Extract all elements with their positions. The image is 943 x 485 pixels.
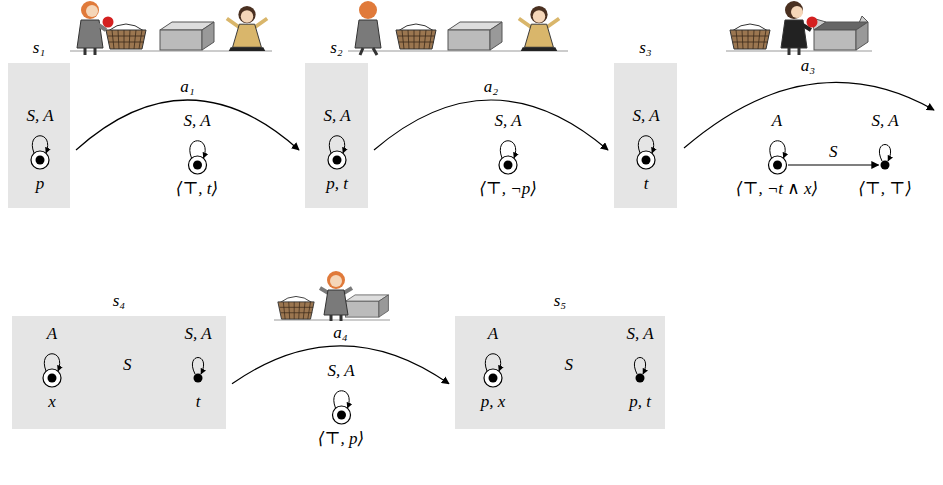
world-symbol (35, 344, 69, 392)
world-node: S, A t (629, 106, 663, 194)
agent-label: S, A (855, 111, 915, 131)
valuation-label: ⟨⊤, ¬p⟩ (476, 179, 540, 199)
edge-label: S (563, 355, 576, 375)
agent-label: A (476, 324, 510, 344)
world-symbol (476, 131, 540, 179)
edge-label: a₂ (482, 77, 500, 97)
action-arrow (76, 100, 299, 150)
valuation-label: t (629, 174, 663, 194)
world-node: S, A p, t (320, 106, 354, 194)
state-name: s₂ (330, 38, 343, 58)
valuation-label: ⟨⊤, ⊤⟩ (855, 179, 915, 199)
world-symbol (315, 381, 368, 429)
state-box: s₄AxS, At (12, 316, 226, 429)
valuation-label: ⟨⊤, ¬t ∧ x⟩ (733, 179, 822, 199)
edge-label: S (121, 355, 134, 375)
action-arrow (232, 346, 449, 384)
agent-label: A (35, 324, 69, 344)
action-label: a₃ (799, 56, 817, 76)
event-node: S, A ⟨⊤, ⊤⟩ (855, 111, 915, 199)
scene-one (70, 1, 272, 55)
valuation-label: ⟨⊤, t⟩ (173, 179, 222, 199)
world-symbol (733, 131, 822, 179)
state-box: s₃S, At (614, 63, 677, 208)
valuation-label: t (181, 392, 215, 412)
world-symbol (173, 131, 222, 179)
valuation-label: p, t (320, 174, 354, 194)
agent-label: S, A (173, 111, 222, 131)
agent-label: S, A (320, 106, 354, 126)
edge-label: a₁ (178, 77, 196, 97)
event-node: S, A ⟨⊤, p⟩ (315, 361, 368, 449)
world-symbol (855, 131, 915, 179)
valuation-label: p, x (476, 392, 510, 412)
scene-two (348, 1, 568, 55)
event-node: A ⟨⊤, ¬t ∧ x⟩ (733, 111, 822, 199)
scene-four (274, 271, 390, 321)
valuation-label: x (35, 392, 69, 412)
action-arrow (374, 100, 608, 150)
world-node: Ap, x (476, 324, 510, 412)
agent-label: A (733, 111, 822, 131)
valuation-label: ⟨⊤, p⟩ (315, 429, 368, 449)
agent-label: S, A (629, 106, 663, 126)
world-node: Ax (35, 324, 69, 412)
state-name: s₄ (113, 291, 126, 311)
state-box: s₁S, Ap (8, 63, 70, 208)
action-arrow (684, 82, 934, 148)
world-symbol (23, 126, 57, 174)
event-node: S, A ⟨⊤, t⟩ (173, 111, 222, 199)
agent-label: S, A (23, 106, 57, 126)
state-name: s₅ (554, 291, 567, 311)
state-box: s₂S, Ap, t (305, 63, 368, 208)
state-name: s₁ (33, 38, 46, 58)
world-node: S, A t (181, 324, 215, 412)
event-node: S, A ⟨⊤, ¬p⟩ (476, 111, 540, 199)
world-symbol (476, 344, 510, 392)
agent-label: S, A (476, 111, 540, 131)
state-name: s₃ (639, 38, 652, 58)
accessibility-arrow (788, 164, 879, 165)
world-symbol (629, 126, 663, 174)
valuation-label: p, t (623, 392, 657, 412)
world-symbol (623, 344, 657, 392)
agent-label: S, A (315, 361, 368, 381)
scene-three (726, 1, 872, 55)
state-box: s₅Ap, xS, Ap, t (455, 316, 665, 429)
world-node: S, A p, t (623, 324, 657, 412)
world-symbol (181, 344, 215, 392)
world-node: S, A p (23, 106, 57, 194)
valuation-label: p (23, 174, 57, 194)
agent-label: S, A (181, 324, 215, 344)
edge-label: a₄ (331, 323, 349, 343)
edge-label: S (827, 142, 840, 162)
agent-label: S, A (623, 324, 657, 344)
world-symbol (320, 126, 354, 174)
